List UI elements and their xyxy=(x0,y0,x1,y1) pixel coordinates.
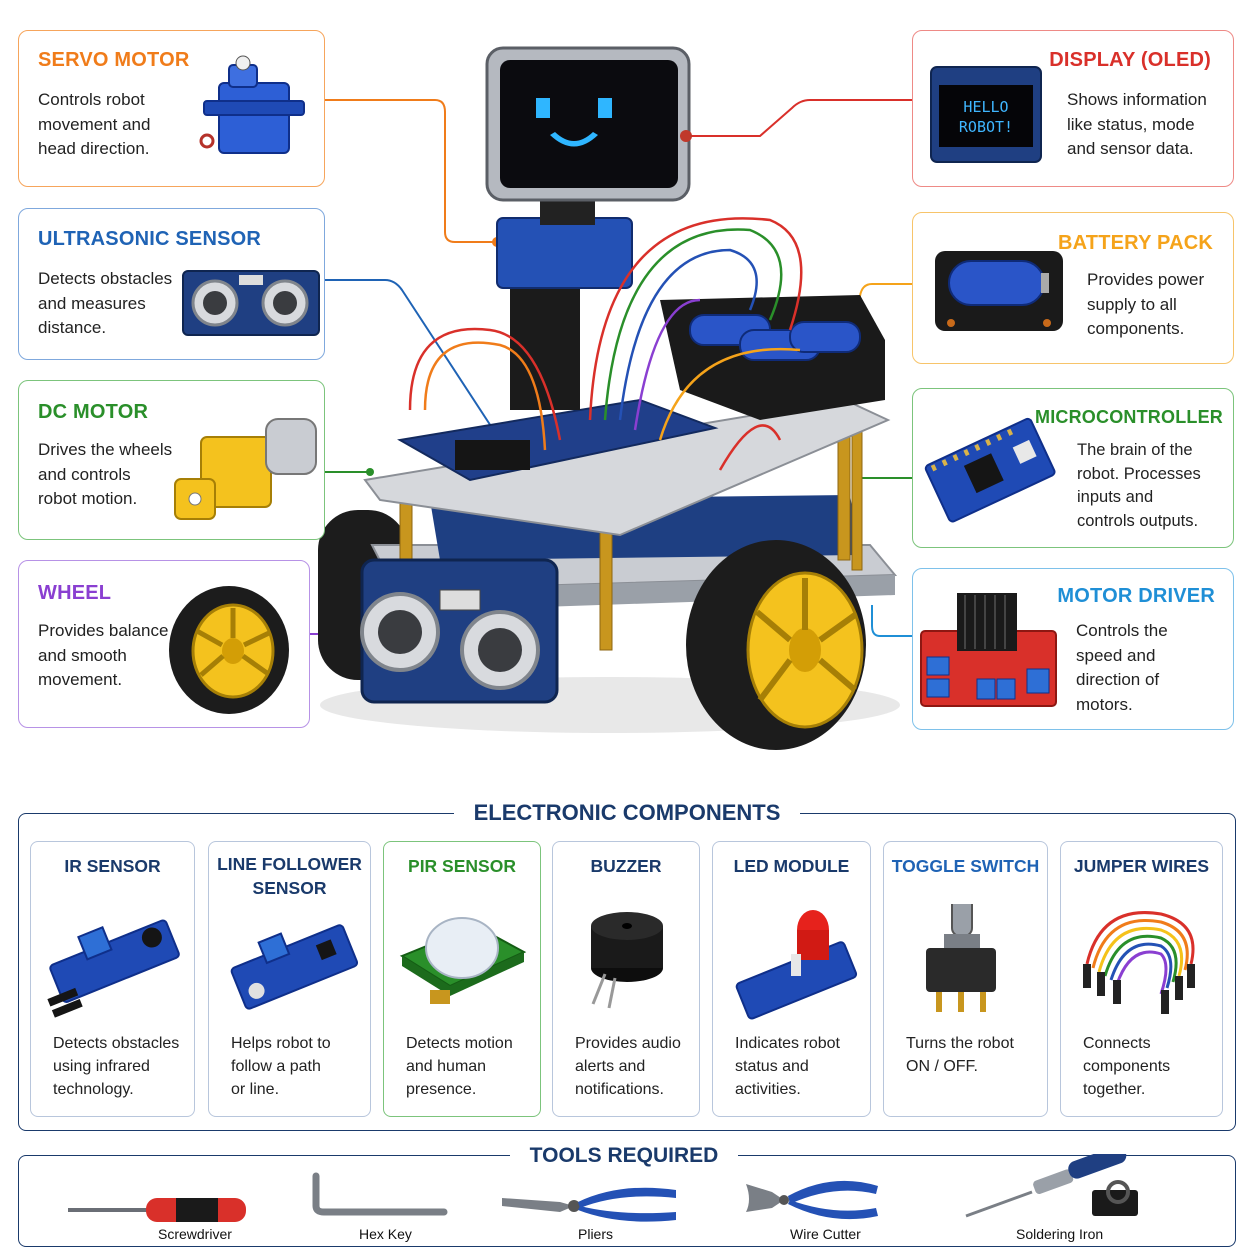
tool-label: Soldering Iron xyxy=(1016,1226,1104,1242)
wheel-icon xyxy=(169,586,289,714)
servo-motor-icon xyxy=(199,55,305,154)
microcontroller-icon xyxy=(924,417,1056,523)
ir-sensor-icon xyxy=(47,919,180,1018)
tool-label: Hex Key xyxy=(359,1226,412,1242)
toggle-switch-title: TOGGLE SWITCH xyxy=(891,856,1040,876)
hex-key-icon xyxy=(312,1172,448,1216)
screwdriver-icon xyxy=(68,1198,246,1222)
ultrasonic-sensor-icon xyxy=(182,270,320,336)
front-ultrasonic xyxy=(360,558,559,704)
tool-soldering-iron: Soldering Iron xyxy=(962,1154,1162,1246)
tool-pliers: Pliers xyxy=(500,1168,680,1246)
tool-hex-key: Hex Key xyxy=(306,1168,451,1246)
motor-driver-title: MOTOR DRIVER xyxy=(1057,585,1215,607)
microcontroller-title: MICROCONTROLLER xyxy=(1035,407,1223,427)
front-wheel xyxy=(686,540,866,750)
electronic-components-heading: ELECTRONIC COMPONENTS xyxy=(454,798,800,828)
ir-sensor-title: IR SENSOR xyxy=(64,856,161,876)
line-follower-icon xyxy=(230,924,359,1010)
pliers-icon xyxy=(502,1187,676,1222)
dc-motor-icon xyxy=(174,418,317,520)
led-module-title: LED MODULE xyxy=(733,856,850,876)
oled-display-icon: HELLO ROBOT! xyxy=(930,66,1042,163)
wheel-title: WHEEL xyxy=(38,582,112,604)
tool-label: Wire Cutter xyxy=(790,1226,861,1242)
jumper-wires-title: JUMPER WIRES xyxy=(1073,856,1210,876)
display-leader xyxy=(686,99,912,137)
toggle-switch-icon xyxy=(926,904,996,1012)
led-module-icon xyxy=(735,910,858,1020)
oled-line-1: HELLO xyxy=(963,98,1008,116)
servo-leader xyxy=(325,99,497,243)
tool-wire-cutter: Wire Cutter xyxy=(742,1168,882,1246)
battery-pack-title: BATTERY PACK xyxy=(1058,232,1213,254)
buzzer-icon xyxy=(591,912,663,1009)
motor-driver-leader xyxy=(871,605,912,637)
pir-sensor-icon xyxy=(399,917,527,1004)
robot-illustration xyxy=(318,46,900,750)
oled-line-2: ROBOT! xyxy=(959,118,1013,136)
tool-label: Pliers xyxy=(578,1226,614,1242)
pir-sensor-title: PIR SENSOR xyxy=(408,856,516,876)
motor-driver-icon xyxy=(920,593,1057,707)
battery-pack-icon xyxy=(935,251,1063,331)
display-callout: DISPLAY (OLED) HELLO ROBOT! Shows inform… xyxy=(912,30,1234,187)
tools-required-heading: TOOLS REQUIRED xyxy=(510,1142,738,1170)
display-title: DISPLAY (OLED) xyxy=(1049,49,1211,71)
tool-label: Screwdriver xyxy=(158,1226,232,1242)
jumper-wires-icon xyxy=(1083,911,1195,1014)
ultrasonic-sensor-title: ULTRASONIC SENSOR xyxy=(38,228,262,250)
servo-motor-title: SERVO MOTOR xyxy=(38,49,190,71)
dc-motor-title: DC MOTOR xyxy=(38,401,149,423)
wire-cutter-icon xyxy=(746,1180,878,1220)
buzzer-title: BUZZER xyxy=(590,856,662,876)
soldering-iron-icon xyxy=(965,1154,1138,1218)
tool-screwdriver: Screwdriver xyxy=(66,1168,256,1246)
ultrasonic-leader xyxy=(325,279,501,441)
